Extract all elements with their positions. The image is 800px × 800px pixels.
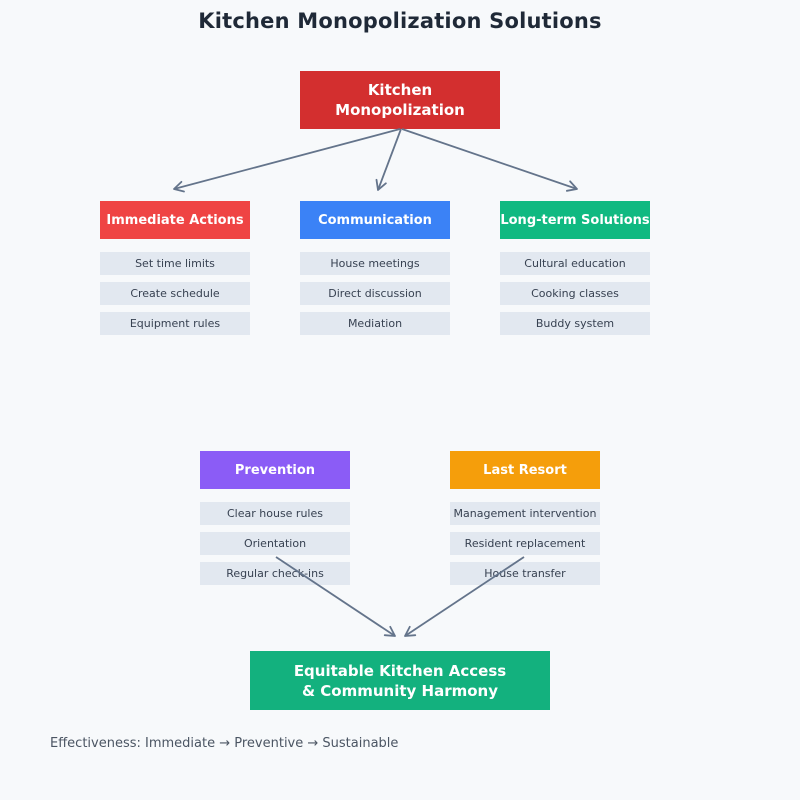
solution-item: Create schedule (100, 282, 250, 305)
solution-item: Orientation (200, 532, 350, 555)
page-title: Kitchen Monopolization Solutions (198, 9, 602, 33)
solution-item: House transfer (450, 562, 600, 585)
effectiveness-caption: Effectiveness: Immediate → Preventive → … (50, 736, 399, 751)
arrow-root-to-immediate-actions (173, 128, 401, 193)
category-header-last-resort: Last Resort (450, 451, 600, 489)
category-header-immediate-actions: Immediate Actions (100, 201, 250, 239)
solution-item: Direct discussion (300, 282, 450, 305)
solution-item: Management intervention (450, 502, 600, 525)
solution-item: Resident replacement (450, 532, 600, 555)
solution-item: Regular check-ins (200, 562, 350, 585)
category-header-long-term-solutions: Long-term Solutions (500, 201, 650, 239)
root-node-label-line1: Kitchen (367, 81, 433, 99)
category-column-communication: Communication House meetings Direct disc… (300, 201, 450, 342)
solution-item: Cultural education (500, 252, 650, 275)
arrow-root-to-long-term-solutions (401, 128, 578, 192)
root-node-label-line2: Monopolization (335, 101, 465, 119)
solution-item: Buddy system (500, 312, 650, 335)
outcome-node-label-line1: Equitable Kitchen Access (293, 661, 507, 680)
outcome-node-label-line2: & Community Harmony (301, 681, 498, 700)
solution-item: Clear house rules (200, 502, 350, 525)
solution-item: Equipment rules (100, 312, 250, 335)
category-column-prevention: Prevention Clear house rules Orientation… (200, 451, 350, 592)
root-node-kitchen-monopolization: Kitchen Monopolization (300, 71, 500, 129)
solution-item: Set time limits (100, 252, 250, 275)
solution-item: Mediation (300, 312, 450, 335)
category-header-prevention: Prevention (200, 451, 350, 489)
category-column-last-resort: Last Resort Management intervention Resi… (450, 451, 600, 592)
arrow-root-to-communication (375, 128, 402, 191)
category-header-communication: Communication (300, 201, 450, 239)
solution-item: House meetings (300, 252, 450, 275)
category-column-immediate-actions: Immediate Actions Set time limits Create… (100, 201, 250, 342)
category-column-long-term-solutions: Long-term Solutions Cultural education C… (500, 201, 650, 342)
outcome-node-equitable-kitchen-access: Equitable Kitchen Access & Community Har… (250, 651, 550, 710)
solution-item: Cooking classes (500, 282, 650, 305)
